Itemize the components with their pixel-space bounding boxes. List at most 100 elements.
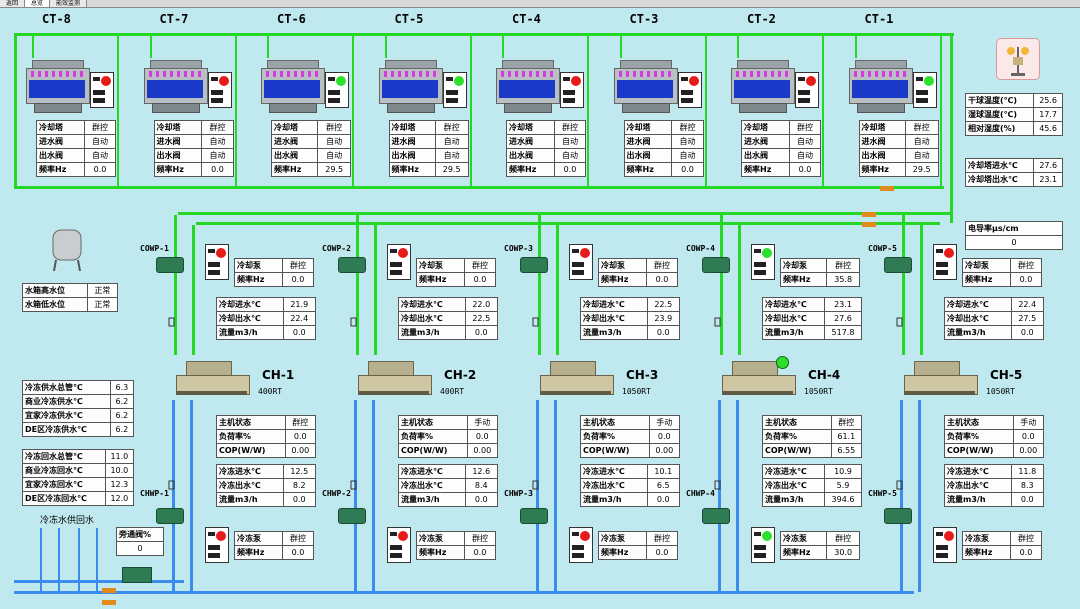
tower-control-panel[interactable] bbox=[560, 72, 584, 108]
row-value: 群控 bbox=[434, 120, 469, 135]
cooling-tower-label: CT-1 bbox=[864, 12, 894, 26]
cooling-pump-icon[interactable] bbox=[156, 257, 184, 273]
chilled-pump-control-panel[interactable] bbox=[933, 527, 957, 563]
water-tank-icon bbox=[50, 224, 84, 272]
row-value: 6.2 bbox=[109, 422, 135, 437]
cooling-pump-control-panel[interactable] bbox=[205, 244, 229, 280]
tower-control-panel[interactable] bbox=[677, 72, 702, 108]
row-label: 频率Hz bbox=[416, 272, 465, 287]
cooling-pump-icon[interactable] bbox=[338, 257, 366, 273]
row-label: 出水阀 bbox=[741, 148, 790, 163]
chilled-pump-icon[interactable] bbox=[156, 508, 184, 524]
chiller-icon[interactable] bbox=[176, 357, 250, 397]
tower-control-panel[interactable] bbox=[912, 72, 937, 108]
chilled-branch-pipe bbox=[372, 400, 375, 592]
valve-icon[interactable] bbox=[350, 480, 358, 493]
cooling-pump-control-panel[interactable] bbox=[933, 244, 957, 280]
valve-icon[interactable] bbox=[714, 480, 722, 493]
valve-icon[interactable] bbox=[168, 480, 176, 493]
chiller-icon[interactable] bbox=[358, 357, 432, 397]
cooling-tower-icon[interactable] bbox=[261, 60, 325, 113]
row-value: 0.0 bbox=[464, 492, 498, 507]
cooling-pump-icon[interactable] bbox=[702, 257, 730, 273]
table-row: 负荷率%61.1 bbox=[762, 429, 863, 444]
chiller-icon[interactable] bbox=[722, 357, 796, 397]
row-value: 群控 bbox=[281, 531, 315, 546]
tower-control-panel[interactable] bbox=[442, 72, 467, 108]
valve-icon[interactable] bbox=[532, 317, 540, 330]
tower-control-panel[interactable] bbox=[795, 72, 819, 108]
cooling-pump-control-panel[interactable] bbox=[751, 244, 775, 280]
cooling-tower-icon[interactable] bbox=[378, 60, 443, 113]
bypass-valve-icon[interactable] bbox=[122, 567, 152, 583]
tower-control-panel[interactable] bbox=[90, 72, 114, 108]
row-value: 群控 bbox=[671, 120, 704, 135]
status-indicator-icon bbox=[336, 76, 346, 86]
valve-icon[interactable] bbox=[896, 480, 904, 493]
tower-inlet-pipe bbox=[619, 36, 622, 58]
cooling-tower-icon[interactable] bbox=[143, 60, 208, 113]
row-label: 湿球温度(℃) bbox=[964, 107, 1035, 122]
cooling-tower-icon[interactable] bbox=[848, 60, 913, 113]
cooling-pump-icon[interactable] bbox=[884, 257, 912, 273]
cooling-tower-icon[interactable] bbox=[613, 60, 678, 113]
valve-icon[interactable] bbox=[714, 317, 722, 330]
status-indicator-icon bbox=[923, 76, 934, 86]
row-value: 0.0 bbox=[1009, 545, 1043, 560]
chilled-pump-control-panel[interactable] bbox=[387, 527, 411, 563]
tab-overview[interactable]: 总览 bbox=[25, 0, 51, 7]
cooling-tower-icon[interactable] bbox=[496, 60, 560, 113]
chilled-pump-icon[interactable] bbox=[884, 508, 912, 524]
cooling-tower-icon[interactable] bbox=[731, 60, 795, 113]
cooling-pump-control-panel[interactable] bbox=[387, 244, 411, 280]
valve-icon[interactable] bbox=[532, 480, 540, 493]
valve-icon[interactable] bbox=[168, 317, 176, 330]
valve-icon[interactable] bbox=[896, 317, 904, 330]
chilled-pump-icon[interactable] bbox=[520, 508, 548, 524]
table-row: 干球温度(℃)25.6 bbox=[964, 93, 1063, 108]
chilled-pump-control-panel[interactable] bbox=[205, 527, 229, 563]
row-label: 冷冻出水℃ bbox=[580, 478, 648, 493]
tab-back[interactable]: 返回 bbox=[0, 0, 26, 7]
cooling-tower-icon[interactable] bbox=[26, 60, 90, 113]
row-label: 冷冻进水℃ bbox=[216, 464, 284, 479]
cooling-branch-pipe bbox=[556, 225, 559, 355]
row-value: 自动 bbox=[671, 134, 704, 149]
status-indicator-icon bbox=[580, 531, 590, 541]
valve-icon[interactable] bbox=[350, 317, 358, 330]
row-value: 45.6 bbox=[1033, 121, 1063, 136]
row-value: 0.0 bbox=[463, 272, 497, 287]
tower-control-panel[interactable] bbox=[325, 72, 349, 108]
chilled-branch-pipe bbox=[736, 400, 739, 592]
cooling-pump-icon[interactable] bbox=[520, 257, 548, 273]
tower-control-panel[interactable] bbox=[207, 72, 232, 108]
row-value: 0.00 bbox=[466, 443, 499, 458]
cooling-pump-control-panel[interactable] bbox=[569, 244, 593, 280]
chiller-icon[interactable] bbox=[540, 357, 614, 397]
chilled-pump-icon[interactable] bbox=[702, 508, 730, 524]
row-value: 29.5 bbox=[904, 162, 939, 177]
row-value: 12.5 bbox=[282, 464, 316, 479]
row-value: 0.0 bbox=[83, 162, 117, 177]
chilled-branch-pipe bbox=[58, 528, 60, 592]
row-value: 22.0 bbox=[464, 297, 498, 312]
tab-energy[interactable]: 能效监测 bbox=[50, 0, 88, 7]
tower-outlet-pipe bbox=[822, 36, 824, 186]
bypass-valve-table[interactable]: 旁通阀% 0 bbox=[116, 527, 164, 556]
tower-outlet-pipe bbox=[939, 36, 942, 186]
chilled-pump-icon[interactable] bbox=[338, 508, 366, 524]
row-label: 冷冻泵 bbox=[962, 531, 1011, 546]
table-row: COP(W/W)0.00 bbox=[216, 443, 317, 458]
chilled-pump-control-panel[interactable] bbox=[569, 527, 593, 563]
row-value: 23.1 bbox=[1033, 172, 1063, 187]
chilled-pump-control-panel[interactable] bbox=[751, 527, 775, 563]
chiller-icon[interactable] bbox=[904, 357, 978, 397]
